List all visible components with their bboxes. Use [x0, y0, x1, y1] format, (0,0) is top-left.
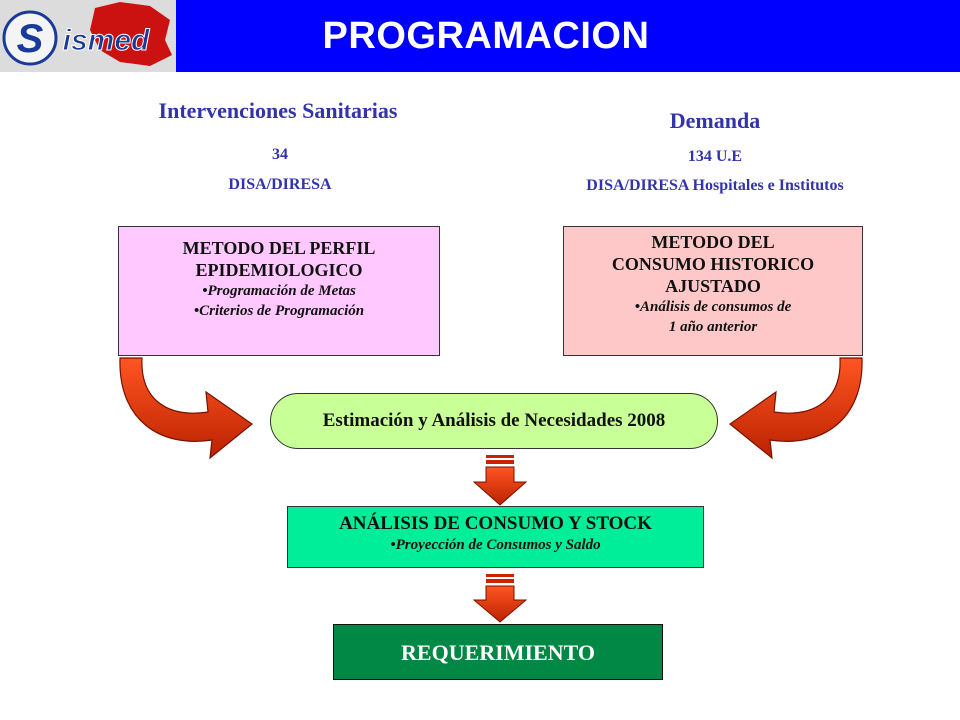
left-bullet-1: •Programación de Metas	[202, 283, 356, 299]
left-heading: Intervenciones Sanitarias	[158, 98, 398, 123]
left-curved-arrow	[119, 357, 253, 460]
left-method-title-2: EPIDEMIOLOGICO	[195, 260, 363, 280]
left-unit: DISA/DIRESA	[228, 176, 332, 193]
sismed-logo: S ismed	[0, 0, 176, 72]
right-curved-arrow	[729, 357, 863, 460]
left-method-title-1: METODO DEL PERFIL	[182, 238, 376, 258]
analysis-title: ANÁLISIS DE CONSUMO Y STOCK	[339, 513, 652, 534]
down-arrow-2	[472, 574, 528, 623]
analysis-bullet: •Proyección de Consumos y Saldo	[390, 537, 601, 553]
right-method-title-3: AJUSTADO	[665, 276, 761, 296]
epidemiological-profile-box: METODO DEL PERFIL EPIDEMIOLOGICO •Progra…	[118, 226, 440, 356]
right-method-title-1: METODO DEL	[651, 232, 775, 252]
logo-wordmark: ismed	[63, 24, 150, 57]
right-method-title-2: CONSUMO HISTORICO	[611, 254, 815, 274]
right-bullet-2: 1 año anterior	[668, 319, 758, 335]
right-bullet-1: •Análisis de consumos de	[634, 299, 792, 315]
header-bar: S ismed PROGRAMACION	[0, 0, 960, 72]
requirement-box: REQUERIMIENTO	[333, 624, 663, 680]
left-bullet-2: •Criterios de Programación	[193, 303, 365, 319]
right-count: 134 U.E	[687, 148, 743, 165]
right-unit: DISA/DIRESA Hospitales e Institutos	[586, 177, 844, 194]
left-count: 34	[272, 146, 288, 163]
logo-letter: S	[17, 17, 44, 61]
right-heading: Demanda	[669, 108, 761, 133]
needs-estimation-pill: Estimación y Análisis de Necesidades 200…	[270, 393, 718, 449]
logo-graphic: S ismed	[0, 0, 176, 72]
down-arrow-1	[472, 455, 528, 506]
historical-consumption-box: METODO DEL CONSUMO HISTORICO AJUSTADO •A…	[563, 226, 863, 356]
page-title: PROGRAMACION	[322, 15, 650, 57]
consumption-stock-analysis-box: ANÁLISIS DE CONSUMO Y STOCK •Proyección …	[287, 506, 704, 568]
